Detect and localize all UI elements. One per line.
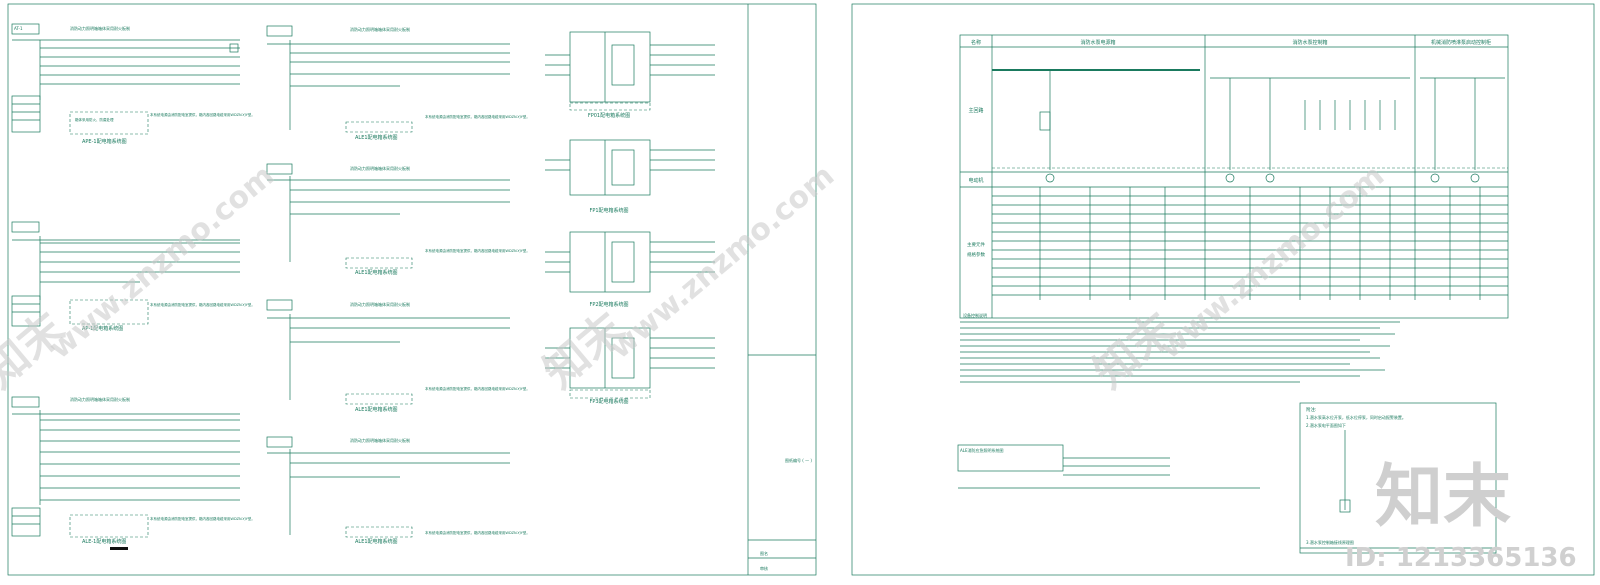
svg-text:图名: 图名	[760, 550, 768, 556]
table-header-col1: 消防水泵电源箱	[1080, 39, 1115, 46]
fp-panels	[545, 31, 715, 399]
svg-text:本系统电源由消防配电室提供，箱内各回路电缆采用WDZN-YJ: 本系统电源由消防配电室提供，箱内各回路电缆采用WDZN-YJY型。	[150, 516, 255, 521]
svg-text:www.znzmo.com: www.znzmo.com	[603, 158, 841, 366]
panel-title-6: ALE1配电箱系统图	[355, 406, 398, 413]
panel-title-5: ALE1配电箱系统图	[355, 269, 398, 276]
left-sheet: 图名 审核 图纸编号 ( — )	[7, 3, 817, 576]
panel-title-3: ALE-1配电箱系统图	[82, 538, 126, 545]
table-header-col3: 机械消防喷淋泵启动控制柜	[1431, 39, 1491, 46]
fp-title-1: FP01配电箱系统图	[588, 112, 630, 119]
row-label-main: 主回路	[968, 107, 983, 114]
row-label-parts: 主要元件	[967, 241, 985, 248]
panel-col2: 消防动力照明箱箱体采用耐火板制 本系统电源由消防配电室提供，箱内各回路电缆采用W…	[266, 25, 530, 538]
panel-ap1: 本系统电源由消防配电室提供，箱内各回路电缆采用WDZN-YJY型。	[11, 221, 255, 327]
inset-title: ALE消防应急照明系统图	[960, 447, 1004, 453]
watermark-layer: 知末 www.znzmo.com 知末 www.znzmo.com 知末 www…	[0, 158, 1391, 398]
row-label-spec: 规格参数	[967, 251, 985, 258]
right-sheet	[851, 3, 1595, 576]
svg-text:本系统电源由消防配电室提供，箱内各回路电缆采用WDZN-YJ: 本系统电源由消防配电室提供，箱内各回路电缆采用WDZN-YJY型。	[150, 302, 255, 307]
fp-title-4: FP3配电箱系统图	[589, 398, 628, 405]
id-watermark: ID: 1213365136	[1345, 543, 1577, 573]
svg-text:本系统电源由消防配电室提供，箱内各回路电缆采用WDZN-YJ: 本系统电源由消防配电室提供，箱内各回路电缆采用WDZN-YJY型。	[425, 530, 530, 535]
svg-text:本系统电源由消防配电室提供，箱内各回路电缆采用WDZN-YJ: 本系统电源由消防配电室提供，箱内各回路电缆采用WDZN-YJY型。	[425, 248, 530, 253]
svg-text:箱体采用防火、防腐处理: 箱体采用防火、防腐处理	[75, 117, 114, 122]
svg-text:消防动力照明箱箱体采用耐火板制: 消防动力照明箱箱体采用耐火板制	[70, 25, 130, 31]
svg-text:消防动力照明箱箱体采用耐火板制: 消防动力照明箱箱体采用耐火板制	[350, 437, 410, 443]
logo-watermark: 知末	[1375, 458, 1511, 537]
svg-text:审核: 审核	[760, 565, 768, 571]
svg-text:本系统电源由消防配电室提供，箱内各回路电缆采用WDZN-YJ: 本系统电源由消防配电室提供，箱内各回路电缆采用WDZN-YJY型。	[425, 386, 530, 391]
figure-note-3: 3.潜水泵控制箱接线原理图	[1306, 539, 1354, 545]
svg-text:消防动力照明箱箱体采用耐火板制: 消防动力照明箱箱体采用耐火板制	[70, 396, 130, 402]
panel-title-7: ALE1配电箱系统图	[355, 538, 398, 545]
fp-title-3: FP2配电箱系统图	[589, 301, 628, 308]
svg-text:图纸编号 ( — ): 图纸编号 ( — )	[785, 457, 812, 463]
fp-title-2: FP1配电箱系统图	[589, 207, 628, 214]
figure-note-1: 1.潜水泵高水位开泵，低水位停泵，同时启动报警装置。	[1306, 414, 1406, 420]
figure-note-2: 2.潜水泵电平面图如下	[1306, 422, 1346, 428]
svg-text:AT-1: AT-1	[14, 26, 23, 31]
panel-ale1: 消防动力照明箱箱体采用耐火板制 本系统电源由消防配电室提供，箱内各回路电缆采用W…	[11, 396, 255, 550]
svg-text:www.znzmo.com: www.znzmo.com	[1153, 158, 1391, 366]
svg-text:本系统电源由消防配电室提供，箱内各回路电缆采用WDZN-YJ: 本系统电源由消防配电室提供，箱内各回路电缆采用WDZN-YJY型。	[150, 112, 255, 117]
panel-title-1: APE-1配电箱系统图	[82, 138, 127, 145]
row-label-motor: 电动机	[968, 177, 983, 184]
svg-text:消防动力照明箱箱体采用耐火板制: 消防动力照明箱箱体采用耐火板制	[350, 26, 410, 32]
table-header-name: 名称	[971, 39, 981, 46]
svg-text:消防动力照明箱箱体采用耐火板制: 消防动力照明箱箱体采用耐火板制	[350, 165, 410, 171]
figure-title: 附注:	[1306, 406, 1317, 413]
svg-text:消防动力照明箱箱体采用耐火板制: 消防动力照明箱箱体采用耐火板制	[350, 301, 410, 307]
panel-ape1: AT-1 消防动力照明箱箱体采用耐火板制 本系统电源由消防配电室提供，箱内各回路…	[11, 23, 255, 135]
table-header-col2: 消防水泵控制箱	[1292, 39, 1327, 46]
notes-title: 设备控制说明	[963, 312, 987, 318]
panel-title-2: AP-1配电箱系统图	[82, 325, 123, 332]
panel-title-4: ALE1配电箱系统图	[355, 134, 398, 141]
svg-text:本系统电源由消防配电室提供，箱内各回路电缆采用WDZN-YJ: 本系统电源由消防配电室提供，箱内各回路电缆采用WDZN-YJY型。	[425, 114, 530, 119]
